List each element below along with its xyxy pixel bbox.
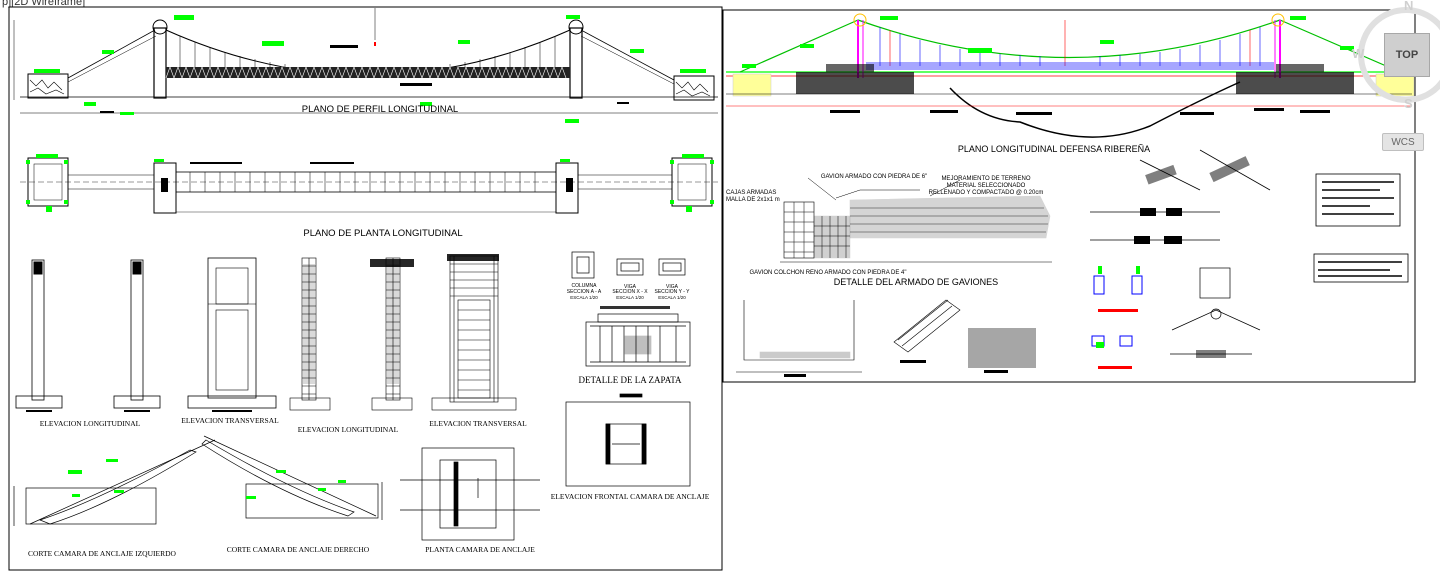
title-elev-trans-2: ELEVACION TRANSVERSAL <box>429 419 527 428</box>
title-planta: PLANO DE PLANTA LONGITUDINAL <box>303 228 462 239</box>
viewcube-top-face[interactable]: TOP <box>1384 33 1430 77</box>
compass-west[interactable]: W <box>1352 46 1365 61</box>
sheet-1-frame <box>8 6 723 571</box>
sheet-2-frame <box>722 9 1416 383</box>
title-elev-long-2: ELEVACION LONGITUDINAL <box>298 425 399 434</box>
camara-der-drawing <box>201 435 383 520</box>
title-elev-frontal: ELEVACION FRONTAL CAMARA DE ANCLAJE <box>551 492 710 501</box>
perfil-drawing <box>13 8 718 123</box>
gaviones-drawing <box>780 177 1052 263</box>
note-cajas-2: MALLA DE 2x1x1 m <box>726 197 780 203</box>
zapata-drawing <box>585 313 691 367</box>
camara-izq-drawing <box>13 439 216 526</box>
section-x-label: SECCION X - X <box>612 289 648 295</box>
sheet2-details <box>736 149 1409 377</box>
title-gaviones: DETALLE DEL ARMADO DE GAVIONES <box>834 277 998 287</box>
section-viga-label-2: VIGA <box>666 284 679 290</box>
scale-label-2: ESCALA 1/20 <box>616 295 644 300</box>
title-defensa: PLANO LONGITUDINAL DEFENSA RIBEREÑA <box>958 144 1150 154</box>
planta-drawing <box>20 154 718 214</box>
title-elev-long-1: ELEVACION LONGITUDINAL <box>40 419 141 428</box>
title-elev-trans-1: ELEVACION TRANSVERSAL <box>181 416 279 425</box>
wcs-menu-button[interactable]: WCS <box>1382 133 1424 151</box>
scale-label-1: ESCALA 1/20 <box>570 295 598 300</box>
defensa-drawing <box>726 13 1415 138</box>
note-mejora-3: RELLENADO Y COMPACTADO @ 0.20cm <box>929 190 1044 196</box>
title-perfil: PLANO DE PERFIL LONGITUDINAL <box>302 104 458 115</box>
elev-frontal-drawing <box>565 393 691 487</box>
viewcube[interactable]: N W S <box>1348 0 1440 160</box>
note-cajas-1: CAJAS ARMADAS <box>726 190 776 196</box>
scale-label-3: ESCALA 1/20 <box>658 295 686 300</box>
elevations-group-1 <box>15 257 277 409</box>
note-mejora-2: MATERIAL SELECCIONADO <box>947 183 1026 189</box>
compass-south[interactable]: S <box>1404 96 1413 111</box>
viewcube-ring <box>1358 7 1440 103</box>
note-gavion-armado: GAVION ARMADO CON PIEDRA DE 6" <box>821 174 927 180</box>
title-camara-der: CORTE CAMARA DE ANCLAJE DERECHO <box>227 545 370 554</box>
section-viga-label-1: VIGA <box>624 284 637 290</box>
section-columna-label: COLUMNA <box>571 283 597 289</box>
title-camara-izq: CORTE CAMARA DE ANCLAJE IZQUIERDO <box>28 549 176 558</box>
compass-north[interactable]: N <box>1404 0 1414 13</box>
sections-drawing <box>571 251 686 279</box>
section-y-label: SECCION Y - Y <box>654 289 690 295</box>
planta-camara-drawing <box>400 447 540 541</box>
viewport-label[interactable]: p][2D Wireframe] <box>2 0 86 8</box>
section-a-label: SECCION A - A <box>567 289 602 295</box>
note-mejora-1: MEJORAMIENTO DE TERRENO <box>941 176 1030 182</box>
note-colchon: GAVION COLCHON RENO ARMADO CON PIEDRA DE… <box>749 270 906 276</box>
title-planta-camara: PLANTA CAMARA DE ANCLAJE <box>425 545 535 554</box>
title-zapata: DETALLE DE LA ZAPATA <box>579 375 682 385</box>
elevations-group-2 <box>289 255 517 411</box>
